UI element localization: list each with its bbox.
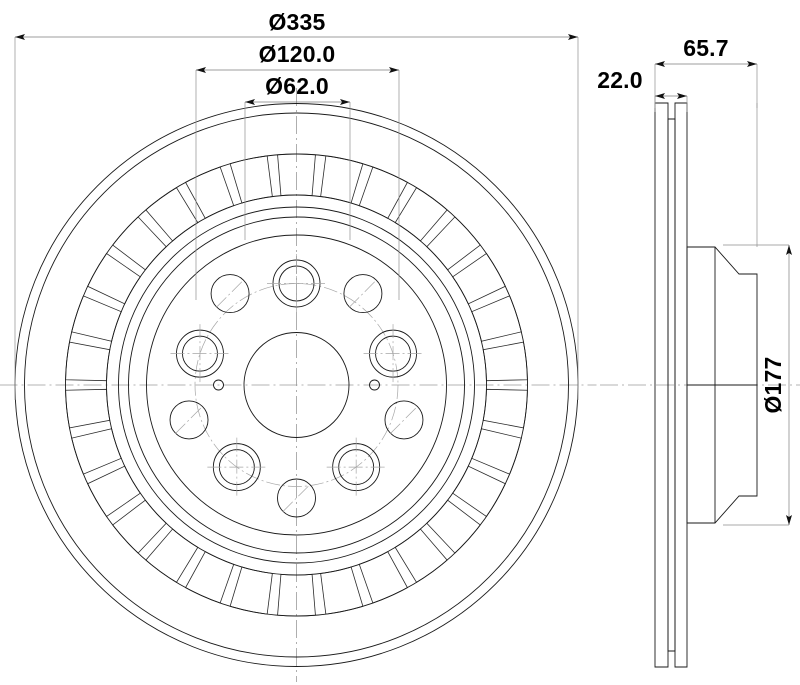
lightening-hole-mark [175, 405, 203, 434]
vane-segment [87, 465, 141, 518]
arrowhead-right [747, 61, 757, 67]
pcd-circle [194, 283, 399, 487]
front-view-centerlines [0, 88, 597, 682]
ventilation-rib [668, 119, 675, 651]
vane-segment [71, 428, 122, 475]
dimension-disc-thickness: 22.0 [597, 67, 688, 112]
arrowhead-right [389, 67, 399, 73]
vane-segment [482, 341, 528, 382]
circle-hat-step [129, 217, 465, 553]
vane-segment [229, 155, 273, 204]
arrowhead-right [340, 99, 350, 105]
circle-vane-ring-outer [66, 154, 528, 616]
disc-section-profile [655, 103, 757, 667]
lightening-hole [278, 479, 316, 517]
dimension-hat-diameter: Ø177 [723, 244, 792, 526]
vane-segment [71, 295, 122, 342]
arrowhead-bottom [786, 515, 792, 525]
extraction-holes [214, 380, 380, 390]
vane-segment [87, 252, 141, 305]
circle-friction-outer [25, 113, 569, 657]
vane-segment [112, 499, 167, 554]
lightening-hole [211, 275, 249, 313]
lightening-hole [170, 401, 208, 439]
vane-segment [65, 341, 111, 382]
front-view [0, 88, 597, 682]
dimension-text-disc-thickness: 22.0 [597, 67, 643, 93]
arrowhead-left [196, 67, 206, 73]
vane-segment [426, 499, 481, 554]
lightening-hole [385, 401, 423, 439]
dimension-outer-diameter: Ø335 [14, 9, 579, 400]
lightening-hole-mark [282, 484, 311, 512]
lightening-hole-mark [348, 279, 377, 308]
lightening-hole [344, 275, 382, 313]
arrowhead-left [655, 61, 665, 67]
vane-segment [320, 566, 364, 615]
vane-segment [185, 551, 235, 604]
vane-segment [229, 566, 273, 615]
dimension-center-bore-diameter: Ø62.0 [244, 73, 351, 240]
vane-segment [426, 216, 481, 271]
dimension-text-center-bore-diameter: Ø62.0 [265, 73, 329, 99]
arrowhead-left [655, 93, 665, 99]
arrowhead-right [677, 93, 687, 99]
dimension-text-bolt-circle-diameter: Ø120.0 [259, 41, 336, 67]
arrowhead-left [15, 34, 25, 40]
vane-segment [65, 388, 111, 429]
arrowhead-right [568, 34, 578, 40]
bolt-circle-pcd [194, 283, 399, 487]
lightening-hole-mark [216, 279, 245, 308]
wheel-stud-holes [170, 254, 423, 497]
lightening-holes [170, 275, 423, 517]
arrowhead-left [245, 99, 255, 105]
vane-segment [482, 388, 528, 429]
hat-section-upper [687, 385, 757, 523]
vane-segment [112, 216, 167, 271]
dimension-text-outer-diameter: Ø335 [268, 9, 325, 35]
circle-hat-face [147, 235, 447, 535]
vane-segment [452, 465, 506, 518]
circle-center-bore [244, 333, 349, 438]
vane-segment [452, 252, 506, 305]
dimension-bolt-circle-diameter: Ø120.0 [195, 41, 400, 300]
dimension-overall-width: 65.7 [654, 35, 758, 108]
hat-section-lower [687, 247, 757, 385]
lightening-hole-mark [390, 405, 418, 434]
arrowhead-top [786, 245, 792, 255]
circle-vane-ring-inner [107, 195, 487, 575]
dimension-text-overall-width: 65.7 [683, 35, 729, 61]
circle-hat-outer [119, 207, 475, 563]
vane-segment [320, 155, 364, 204]
side-section-view [600, 103, 800, 667]
vane-segment [185, 166, 235, 219]
vane-segment [471, 295, 522, 342]
vane-segment [358, 551, 408, 604]
vane-segment [471, 428, 522, 475]
vane-segment [358, 166, 408, 219]
extraction-hole [214, 380, 224, 390]
extraction-hole [370, 380, 380, 390]
front-view-circles [15, 104, 578, 667]
dimension-text-hat-diameter: Ø177 [760, 356, 786, 413]
